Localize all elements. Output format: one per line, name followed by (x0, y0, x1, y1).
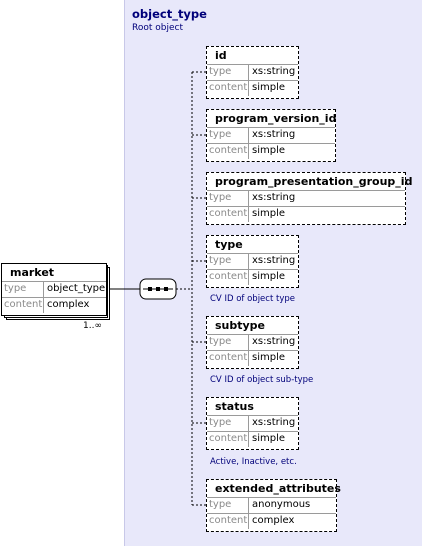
content-key: content (207, 207, 249, 222)
element-name: status (215, 400, 254, 413)
type-key: type (207, 416, 249, 431)
element-name: extended_attributes (215, 482, 341, 495)
content-value: simple (252, 352, 286, 363)
content-value: simple (252, 271, 286, 282)
content-value: simple (252, 82, 286, 93)
type-value: object_type (47, 283, 106, 294)
type-key: type (207, 498, 249, 513)
element-name: id (215, 49, 227, 62)
type-key: type (207, 254, 249, 269)
content-key: content (207, 432, 249, 447)
type-key: type (207, 65, 249, 80)
content-value: complex (252, 515, 295, 526)
content-key: content (207, 270, 249, 285)
content-value: complex (47, 299, 90, 310)
type-key: type (2, 282, 44, 297)
type-value: anonymous (252, 499, 311, 510)
panel-title: object_type (132, 7, 207, 21)
type-value: xs:string (252, 66, 296, 77)
panel-subtitle: Root object (132, 23, 183, 33)
content-key: content (207, 351, 249, 366)
type-key: type (207, 128, 249, 143)
element-name: subtype (215, 319, 266, 332)
market-type-row: type object_type (2, 281, 106, 297)
element-note: CV ID of object type (210, 294, 295, 304)
content-value: simple (252, 433, 286, 444)
content-key: content (207, 81, 249, 96)
type-key: type (207, 191, 249, 206)
element-note: CV ID of object sub-type (210, 375, 314, 385)
type-value: xs:string (252, 255, 296, 266)
content-value: simple (252, 145, 286, 156)
market-content-row: content complex (2, 297, 106, 313)
type-value: xs:string (252, 129, 296, 140)
market-multiplicity: 1..∞ (83, 321, 102, 331)
element-name: program_presentation_group_id (215, 175, 413, 188)
type-value: xs:string (252, 336, 296, 347)
type-value: xs:string (252, 417, 296, 428)
market-name: market (10, 266, 55, 279)
element-note: Active, Inactive, etc. (210, 457, 297, 467)
content-key: content (207, 514, 249, 529)
market-element[interactable]: market type object_type content complex (1, 263, 107, 316)
element-name: type (215, 238, 243, 251)
sequence-compositor-icon (139, 278, 177, 300)
type-key: type (207, 335, 249, 350)
content-value: simple (252, 208, 286, 219)
type-value: xs:string (252, 192, 296, 203)
element-name: program_version_id (215, 112, 337, 125)
content-key: content (2, 298, 44, 313)
content-key: content (207, 144, 249, 159)
